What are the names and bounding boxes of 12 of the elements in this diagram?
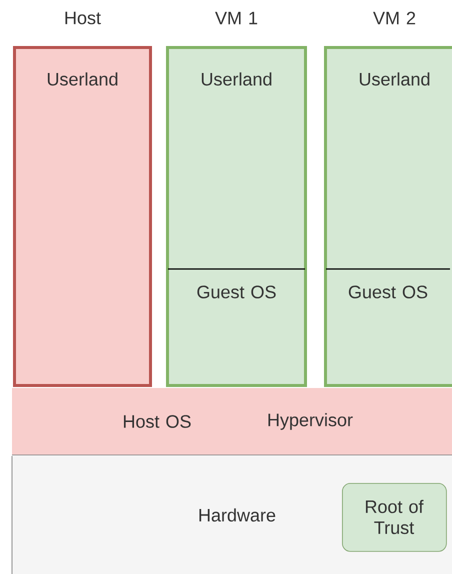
column-heading: Host <box>65 12 101 24</box>
layer-label: Guest OS <box>197 286 276 298</box>
column-heading: VM 2 <box>373 12 416 24</box>
layer-label: Userland <box>202 72 272 86</box>
column-heading: VM 1 <box>215 12 258 24</box>
layer-label: Hardware <box>199 508 276 522</box>
layer-label: Root of Trust <box>366 500 424 534</box>
layer-label: Userland <box>360 72 430 86</box>
layer-label: Hypervisor <box>268 413 353 430</box>
layer-label: Host OS <box>124 415 191 428</box>
layer-label: Userland <box>48 72 118 86</box>
layer-label: Guest OS <box>348 286 428 298</box>
